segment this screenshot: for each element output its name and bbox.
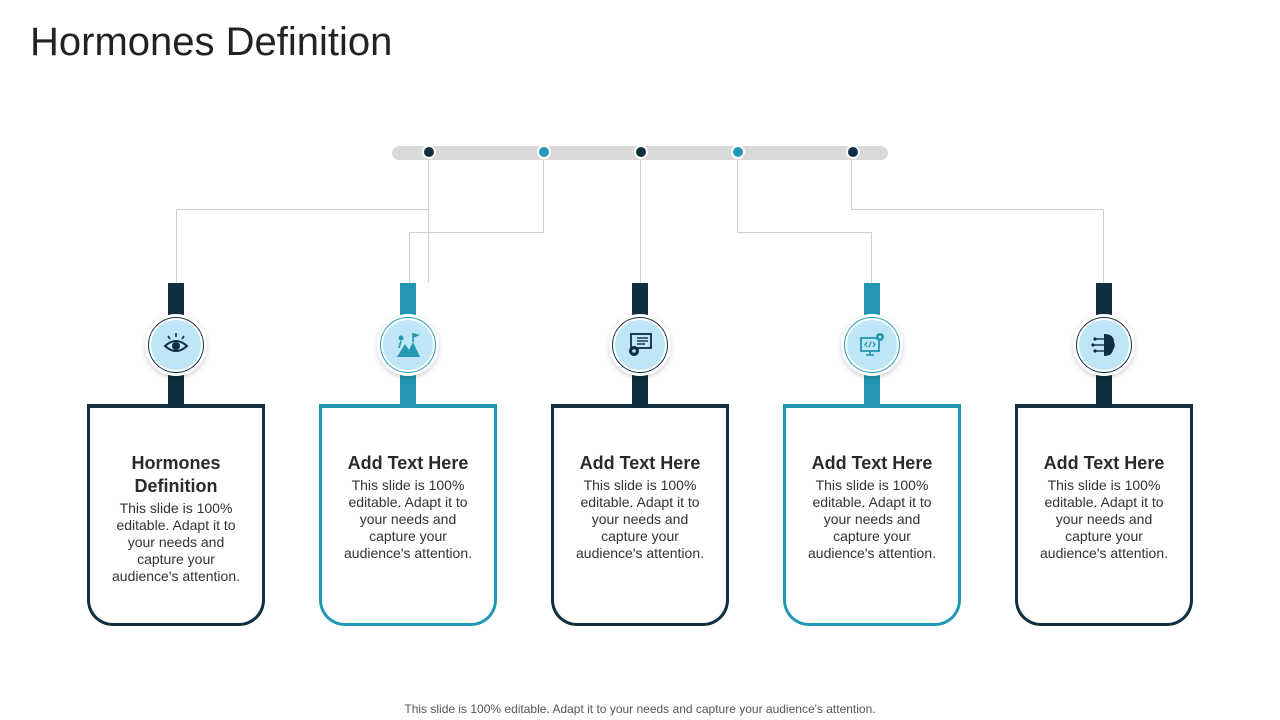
connector-4-h	[737, 232, 872, 284]
goal-climb-icon	[397, 333, 420, 357]
card-title: Add Text Here	[1043, 453, 1165, 473]
eye-icon	[163, 333, 189, 352]
icon-badge-2	[377, 314, 439, 376]
icon-badge-4	[841, 314, 903, 376]
monitor-gear-icon	[629, 333, 652, 356]
connector-1-h	[176, 209, 430, 284]
connector-4	[737, 160, 738, 233]
card-1: Hormones Definition This slide is 100% e…	[87, 404, 265, 626]
icon-badge-1	[145, 314, 207, 376]
card-title: Hormones Definition	[131, 453, 221, 496]
card-title: Add Text Here	[811, 453, 933, 473]
connector-3	[640, 160, 641, 283]
connector-1	[176, 160, 429, 283]
card-5: Add Text Here This slide is 100% editabl…	[1015, 404, 1193, 626]
timeline-dot-1	[422, 145, 436, 159]
icon-badge-5	[1073, 314, 1135, 376]
card-text: This slide is 100% editable. Adapt it to…	[808, 477, 936, 561]
card-text: This slide is 100% editable. Adapt it to…	[112, 500, 240, 584]
card-3: Add Text Here This slide is 100% editabl…	[551, 404, 729, 626]
timeline-dot-2	[537, 145, 551, 159]
card-text: This slide is 100% editable. Adapt it to…	[576, 477, 704, 561]
card-text: This slide is 100% editable. Adapt it to…	[1040, 477, 1168, 561]
card-title: Add Text Here	[579, 453, 701, 473]
card-title: Add Text Here	[347, 453, 469, 473]
connector-2	[543, 160, 544, 233]
card-text: This slide is 100% editable. Adapt it to…	[344, 477, 472, 561]
card-4: Add Text Here This slide is 100% editabl…	[783, 404, 961, 626]
connector-2-h	[409, 232, 544, 284]
card-2: Add Text Here This slide is 100% editabl…	[319, 404, 497, 626]
icon-badge-3	[609, 314, 671, 376]
connector-5-h	[851, 209, 1104, 284]
timeline-dot-5	[846, 145, 860, 159]
brain-circuit-icon	[1091, 334, 1115, 356]
footer-note: This slide is 100% editable. Adapt it to…	[404, 702, 876, 716]
timeline-dot-3	[634, 145, 648, 159]
timeline-dot-4	[731, 145, 745, 159]
connector-5	[851, 160, 852, 210]
code-settings-icon	[860, 333, 884, 356]
page-title: Hormones Definition	[30, 20, 393, 64]
